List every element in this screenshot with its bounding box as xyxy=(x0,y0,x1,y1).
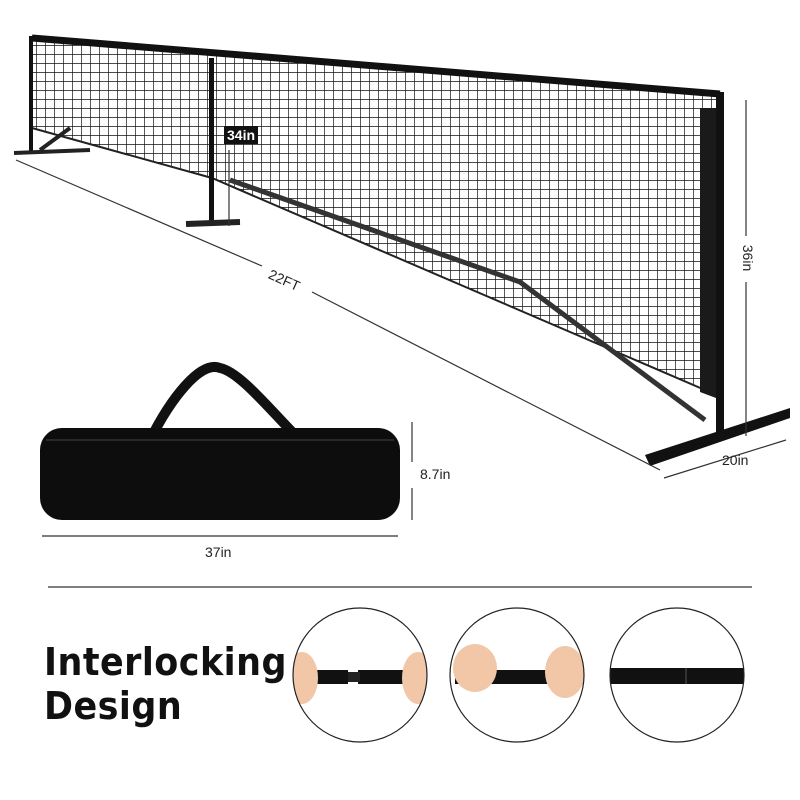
base-width-label: 20in xyxy=(722,452,749,468)
detail-circle-separated xyxy=(292,607,428,743)
detail-circle-joining xyxy=(449,607,585,743)
feature-title-line-1: Interlocking xyxy=(44,640,287,684)
feature-title: Interlocking Design xyxy=(44,640,287,728)
pickleball-net xyxy=(13,34,790,466)
bag-length-label: 37in xyxy=(205,544,232,560)
detail-circle-joined xyxy=(609,607,745,743)
bag-height-label: 8.7in xyxy=(420,466,451,482)
post-height-label: 34in xyxy=(224,126,259,144)
dimension-lines xyxy=(15,100,787,537)
net-height-label: 36in xyxy=(740,244,757,272)
feature-title-line-2: Design xyxy=(44,684,183,728)
carry-bag xyxy=(40,362,400,520)
